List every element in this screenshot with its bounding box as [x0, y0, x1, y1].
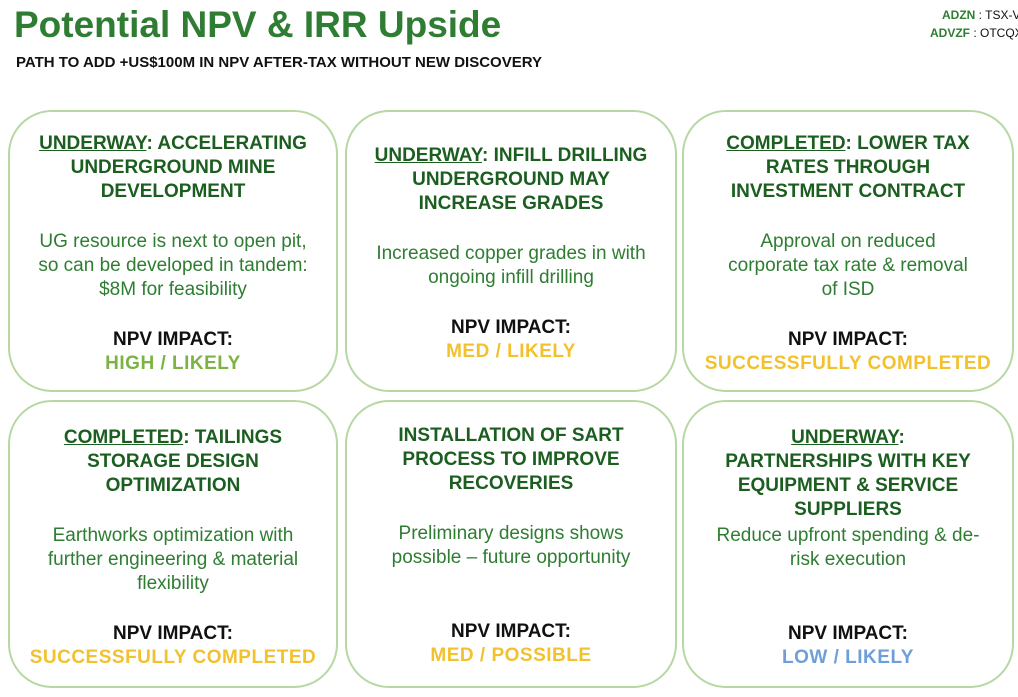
card-heading: UNDERWAY: INFILL DRILLING UNDERGROUND MA…: [347, 144, 675, 216]
card-description: UG resource is next to open pit, so can …: [38, 231, 308, 300]
ticker-otcqx: ADVZF : OTCQX: [930, 26, 1018, 40]
heading-text: : ACCELERATING UNDERGROUND MINE DEVELOPM…: [70, 133, 307, 202]
heading-text: : TAILINGS STORAGE DESIGN OPTIMIZATION: [87, 427, 283, 496]
status-label: UNDERWAY: [791, 427, 899, 448]
card-description: Reduce upfront spending & de-risk execut…: [716, 525, 980, 570]
ticker-exchange: : OTCQX: [970, 26, 1018, 40]
card-heading: UNDERWAY: ACCELERATING UNDERGROUND MINE …: [10, 132, 336, 204]
impact-value: LOW / LIKELY: [782, 647, 914, 668]
card-heading: INSTALLATION OF SART PROCESS TO IMPROVE …: [347, 424, 675, 496]
heading-text: INSTALLATION OF SART PROCESS TO IMPROVE …: [398, 425, 624, 494]
page-subtitle: PATH TO ADD +US$100M IN NPV AFTER-TAX WI…: [16, 54, 543, 71]
ticker-tsxv: ADZN : TSX-V: [942, 8, 1018, 22]
impact-value: MED / LIKELY: [446, 341, 576, 362]
status-label: COMPLETED: [726, 133, 846, 154]
ticker-code: ADVZF: [930, 26, 970, 40]
status-label: UNDERWAY: [39, 133, 147, 154]
impact-value: MED / POSSIBLE: [430, 645, 592, 666]
impact-value: HIGH / LIKELY: [105, 353, 241, 374]
ticker-exchange: : TSX-V: [975, 8, 1018, 22]
card-description: Preliminary designs shows possible – fut…: [391, 523, 631, 568]
status-label: UNDERWAY: [374, 145, 482, 166]
impact-label: NPV IMPACT:: [113, 329, 233, 350]
card-partnerships: UNDERWAY: PARTNERSHIPS WITH KEY EQUIPMEN…: [682, 400, 1014, 688]
card-tailings-storage: COMPLETED: TAILINGS STORAGE DESIGN OPTIM…: [8, 400, 338, 688]
impact-label: NPV IMPACT:: [451, 317, 571, 338]
card-lower-tax: COMPLETED: LOWER TAX RATES THROUGH INVES…: [682, 110, 1014, 392]
card-sart-process: INSTALLATION OF SART PROCESS TO IMPROVE …: [345, 400, 677, 688]
heading-text: : INFILL DRILLING UNDERGROUND MAY INCREA…: [412, 145, 648, 214]
impact-label: NPV IMPACT:: [113, 623, 233, 644]
impact-value: SUCCESSFULLY COMPLETED: [29, 647, 317, 668]
card-description: Increased copper grades in with ongoing …: [376, 243, 646, 288]
impact-value: SUCCESSFULLY COMPLETED: [704, 353, 992, 374]
card-description: Earthworks optimization with further eng…: [47, 525, 299, 594]
card-underground-mine: UNDERWAY: ACCELERATING UNDERGROUND MINE …: [8, 110, 338, 392]
card-heading: UNDERWAY: PARTNERSHIPS WITH KEY EQUIPMEN…: [684, 426, 1012, 522]
page-title: Potential NPV & IRR Upside: [14, 4, 502, 45]
card-heading: COMPLETED: LOWER TAX RATES THROUGH INVES…: [684, 132, 1012, 204]
card-description: Approval on reduced corporate tax rate &…: [728, 231, 968, 300]
impact-label: NPV IMPACT:: [788, 623, 908, 644]
heading-text: : PARTNERSHIPS WITH KEY EQUIPMENT & SERV…: [725, 427, 971, 520]
card-infill-drilling: UNDERWAY: INFILL DRILLING UNDERGROUND MA…: [345, 110, 677, 392]
impact-label: NPV IMPACT:: [788, 329, 908, 350]
ticker-code: ADZN: [942, 8, 976, 22]
heading-text: : LOWER TAX RATES THROUGH INVESTMENT CON…: [730, 133, 970, 202]
status-label: COMPLETED: [63, 427, 184, 448]
card-heading: COMPLETED: TAILINGS STORAGE DESIGN OPTIM…: [10, 426, 336, 498]
impact-label: NPV IMPACT:: [451, 621, 571, 642]
